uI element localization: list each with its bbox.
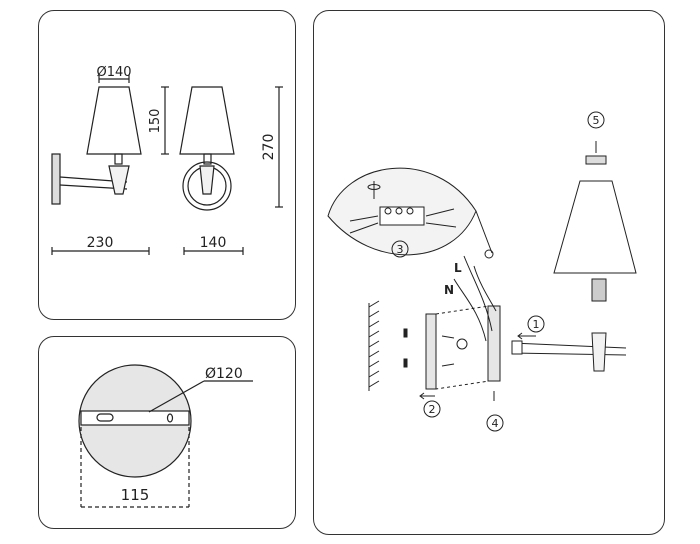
screw-hole: [166, 413, 174, 423]
lamp-shade: [553, 180, 637, 274]
dimensions-drawing: Ø140 150 270 230 140: [51, 65, 283, 255]
shade-front: [179, 86, 235, 155]
wall-plate-front-outer: [182, 161, 232, 211]
hole-spacing-dim: [80, 427, 190, 508]
step-3-label: 3: [397, 243, 404, 256]
lamp-arm: [511, 342, 627, 356]
installation-panel: 1 2 3 4 5 L N: [313, 10, 665, 535]
step-5-label: 5: [593, 114, 600, 127]
length-label: 230: [87, 235, 114, 251]
step-3-marker: [391, 240, 409, 258]
socket-neck-side: [114, 153, 123, 165]
wire-label-neutral: N: [444, 283, 454, 297]
supply-wires: [453, 255, 497, 342]
step-5-marker: [587, 111, 605, 129]
socket-neck-front: [203, 153, 212, 165]
step-2-marker: [423, 400, 441, 418]
mounting-plate-panel: Ø120 115: [38, 336, 296, 529]
wall-plate-side: [51, 153, 61, 205]
shade-diameter-label: Ø140: [96, 65, 131, 80]
mounting-screws: [441, 335, 455, 367]
shade-ring: [585, 155, 607, 165]
shade-side: [86, 86, 142, 155]
step-2-label: 2: [429, 403, 436, 416]
socket-body-side: [108, 165, 130, 195]
wall-section: [368, 300, 408, 391]
ground-symbol: [484, 249, 494, 259]
leader-line: [148, 380, 205, 413]
step-1-label: 1: [533, 318, 540, 331]
plate-diameter-label: Ø120: [205, 366, 243, 382]
arrow-step-2: [419, 392, 435, 400]
step-4-marker: [486, 414, 504, 432]
hole-spacing-label: 115: [121, 486, 150, 504]
width-label: 140: [200, 235, 227, 251]
mounting-plate-drawing: Ø120 115: [78, 364, 253, 508]
socket-body-front: [199, 165, 215, 195]
step-1-marker: [527, 315, 545, 333]
shade-height-label: 150: [148, 109, 163, 134]
dimensions-panel: Ø140 150 270 230 140: [38, 10, 296, 320]
socket-body: [591, 332, 607, 372]
step-4-label: 4: [492, 417, 499, 430]
canopy: [487, 305, 501, 382]
callout-pointer: [475, 210, 493, 254]
wire-label-live: L: [454, 261, 462, 275]
slot-hole: [96, 413, 114, 422]
total-height-label: 270: [261, 134, 277, 161]
mounting-plate-exploded: [425, 313, 437, 390]
installation-drawing: 1 2 3 4 5 L N: [327, 111, 637, 432]
bulb-holder: [591, 278, 607, 302]
arrow-step-1: [517, 332, 536, 340]
